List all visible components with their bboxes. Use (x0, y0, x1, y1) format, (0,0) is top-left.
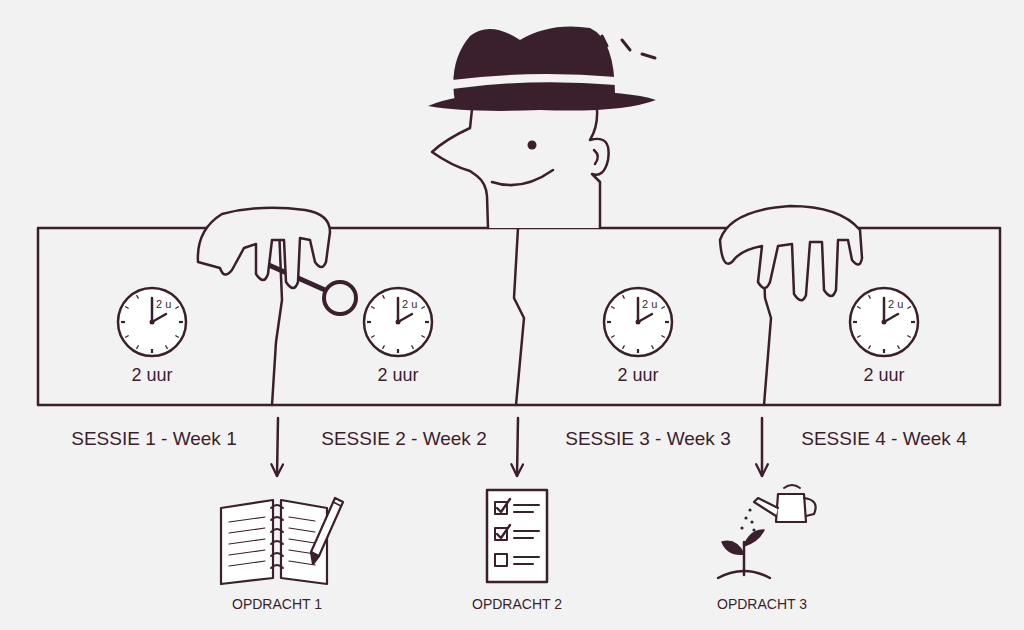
session-heading: SESSIE 1 - Week 1 (71, 428, 236, 450)
hat-band (452, 74, 616, 89)
duration-label: 2 uur (377, 364, 418, 386)
hat-crown (453, 27, 615, 103)
clock-label: 2 u (642, 298, 657, 310)
left-hand (198, 208, 330, 288)
assignment-label: OPDRACHT 3 (717, 596, 807, 612)
clock-circle: 2 u (602, 286, 674, 358)
band-divider (514, 228, 524, 405)
band-divider (272, 228, 282, 405)
duration-label: 2 uur (131, 364, 172, 386)
session-band: 2 uurSESSIE 2 - Week 22 u (278, 228, 518, 418)
session-heading: SESSIE 4 - Week 4 (801, 428, 966, 450)
assignment-icon: OPDRACHT 1 (207, 478, 347, 618)
clock-circle: 2 u (362, 286, 434, 358)
right-hand (720, 206, 862, 300)
assignment-symbol (447, 478, 587, 590)
assignment-icon: OPDRACHT 2 (447, 478, 587, 618)
man-ear (594, 150, 598, 164)
session-band: 2 uurSESSIE 3 - Week 32 u (518, 228, 762, 418)
man-smile (492, 170, 553, 185)
assignment-symbol (207, 478, 347, 590)
clock-circle: 2 u (116, 286, 188, 358)
magnifier-lens (324, 282, 356, 314)
assignment-symbol (692, 478, 832, 590)
man-eye (528, 141, 537, 150)
clock-face (116, 286, 188, 358)
duration-label: 2 uur (863, 364, 904, 386)
clock-face (362, 286, 434, 358)
clock-face (848, 286, 920, 358)
hat-brim (428, 91, 656, 111)
duration-label: 2 uur (617, 364, 658, 386)
man-face (432, 100, 609, 228)
clock-face (602, 286, 674, 358)
assignment-label: OPDRACHT 2 (472, 596, 562, 612)
session-heading: SESSIE 3 - Week 3 (565, 428, 730, 450)
session-heading: SESSIE 2 - Week 2 (321, 428, 486, 450)
clock-circle: 2 u (848, 286, 920, 358)
assignment-label: OPDRACHT 1 (232, 596, 322, 612)
assignment-icon: OPDRACHT 3 (692, 478, 832, 618)
arrow-connector (517, 418, 518, 476)
arrow-connector (277, 418, 278, 476)
arrow-connector (761, 418, 764, 476)
session-band: 2 uurSESSIE 1 - Week 12 u (38, 228, 278, 418)
clock-label: 2 u (888, 298, 903, 310)
session-band: 2 uurSESSIE 4 - Week 42 u (762, 228, 1000, 418)
clock-label: 2 u (156, 298, 171, 310)
clock-label: 2 u (402, 298, 417, 310)
